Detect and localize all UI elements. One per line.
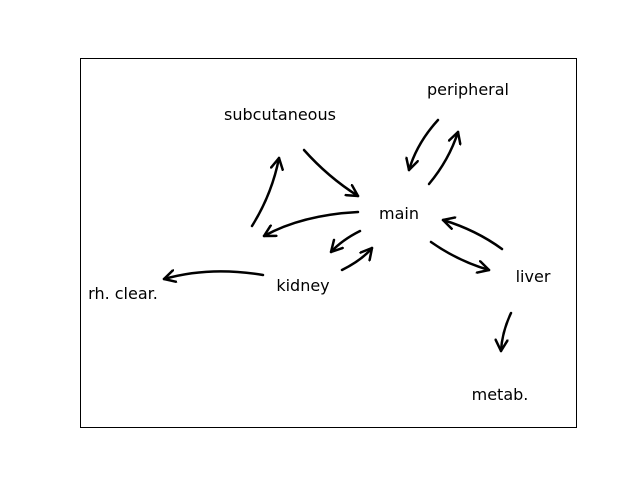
arrow-liver-to-main [441, 220, 504, 251]
node-peripheral: peripheral [427, 80, 509, 99]
arrow-kidney-to-rh-clear [162, 271, 265, 279]
diagram-frame [80, 58, 577, 428]
node-metab: metab. [472, 385, 529, 404]
arrow-kidney-to-main [340, 246, 374, 272]
node-subcutaneous: subcutaneous [224, 105, 336, 124]
arrow-main-to-peripheral [427, 130, 458, 186]
arrow-peripheral-to-main [409, 118, 440, 172]
node-main: main [379, 204, 419, 223]
arrow-rh-clear-to-subcutaneous [250, 156, 279, 228]
node-kidney: kidney [276, 276, 329, 295]
arrow-main-to-kidney [329, 229, 362, 254]
arrow-liver-to-metab [501, 311, 513, 353]
arrow-subcutaneous-to-main [302, 148, 360, 198]
node-rh-clear: rh. clear. [88, 284, 158, 303]
arrow-main-to-liver [429, 240, 491, 270]
node-liver: liver [516, 267, 551, 286]
arrow-main-to-rh-clear [262, 210, 360, 238]
